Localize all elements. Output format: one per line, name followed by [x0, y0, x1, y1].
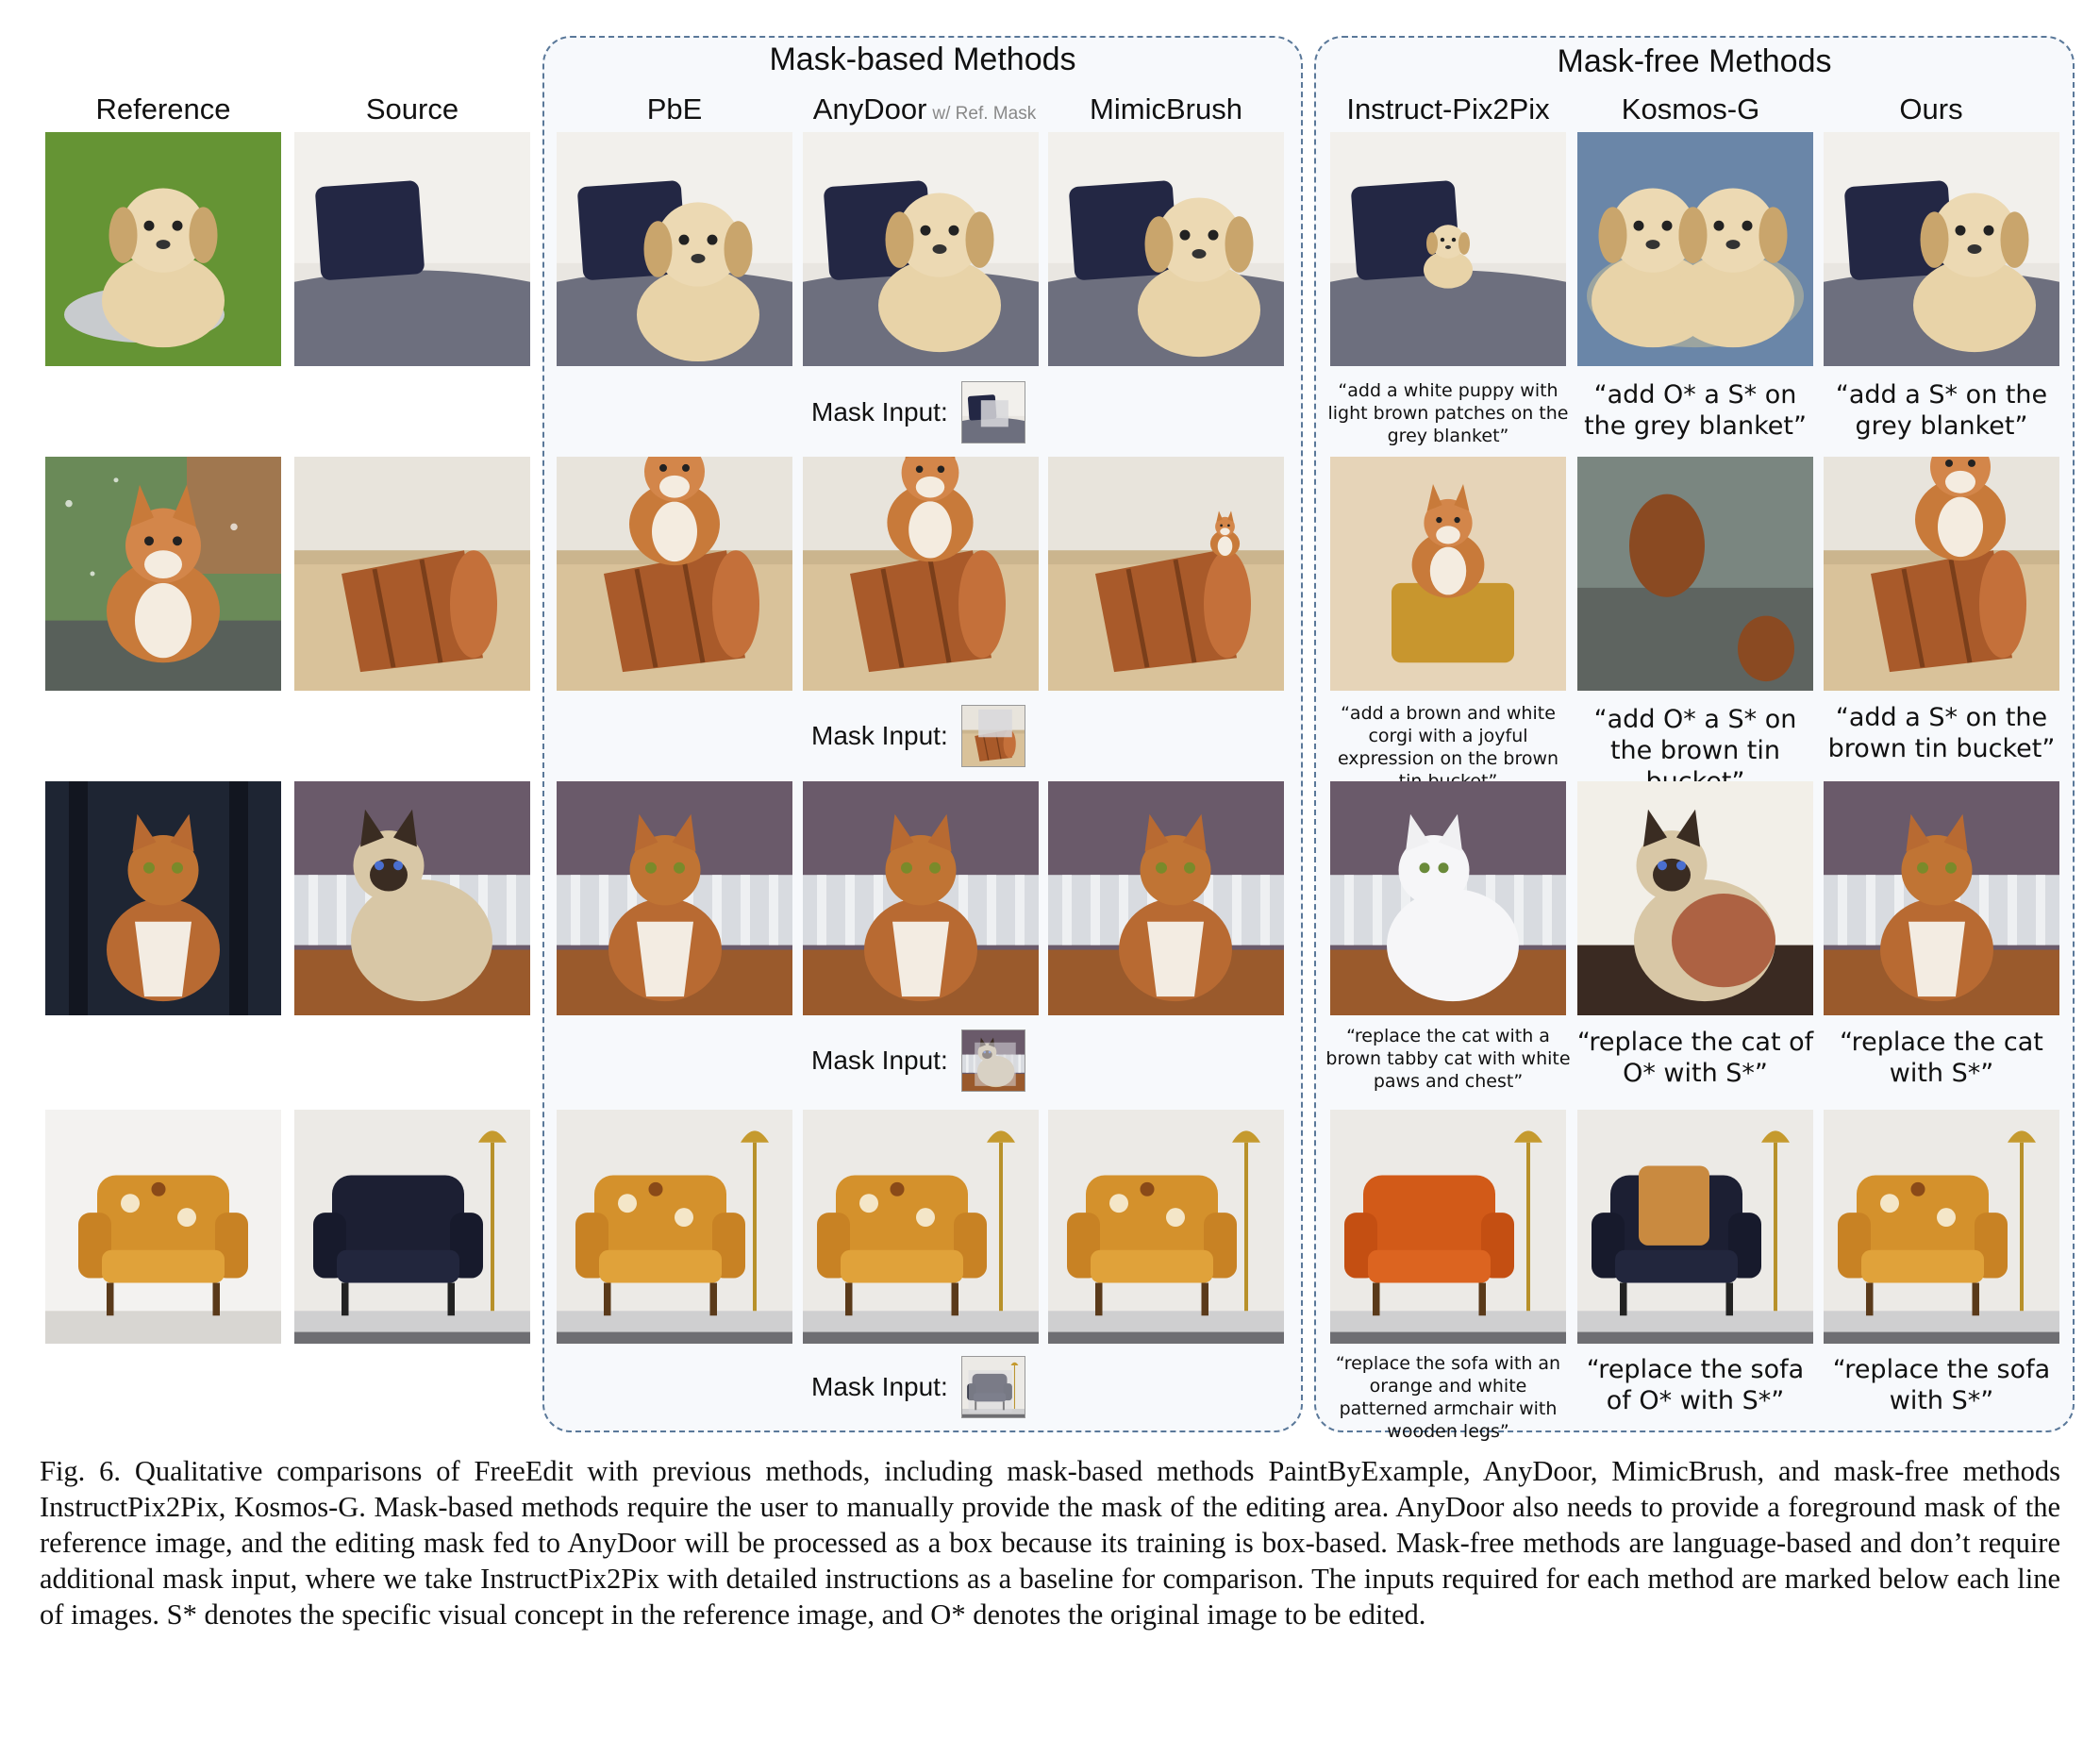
- row4-source-image: [294, 1110, 530, 1344]
- row4-mask-thumbnail: [960, 1356, 1025, 1418]
- row1-anydoor-image: [803, 132, 1039, 366]
- mask-free-title: Mask-free Methods: [1557, 43, 1832, 79]
- row3-ip2p-prompt: “replace the cat with a brown tabby cat …: [1325, 1026, 1571, 1092]
- col-source: Source: [365, 92, 459, 125]
- row3-mask-input: Mask Input:: [811, 1029, 1025, 1092]
- row4-mimicbrush-image: [1048, 1110, 1284, 1344]
- row4-ours-image: [1824, 1110, 2059, 1344]
- row1-mask-thumbnail: [960, 381, 1025, 443]
- row1-source-image: [294, 132, 530, 366]
- row4-pbe-image: [557, 1110, 792, 1344]
- row3-kosmos-prompt: “replace the cat of O* with S*”: [1576, 1028, 1814, 1088]
- row2-mask-thumbnail: [960, 705, 1025, 767]
- row2-ip2p-prompt: “add a brown and white corgi with a joyf…: [1337, 703, 1559, 792]
- row3-reference-image: [45, 781, 281, 1015]
- figure-caption: Fig. 6. Qualitative comparisons of FreeE…: [40, 1455, 2060, 1631]
- row3-source-image: [294, 781, 530, 1015]
- col-reference: Reference: [95, 92, 231, 125]
- mask-input-label: Mask Input:: [811, 721, 948, 750]
- row1-ours-image: [1824, 132, 2059, 366]
- row2-reference-image: [45, 457, 281, 691]
- row1-ip2p-image: [1330, 132, 1566, 366]
- row2-kosmos-image: [1577, 457, 1813, 691]
- row2-mimicbrush-image: [1048, 457, 1284, 691]
- row3-mimicbrush-image: [1048, 781, 1284, 1015]
- row2-source-image: [294, 457, 530, 691]
- row2-ours-prompt: “add a S* on the brown tin bucket”: [1827, 703, 2056, 763]
- row3-mask-thumbnail: [960, 1029, 1025, 1092]
- row4-mask-input: Mask Input:: [811, 1356, 1025, 1418]
- row2-ours-image: [1824, 457, 2059, 691]
- mask-input-label: Mask Input:: [811, 1046, 948, 1075]
- row1-kosmos-image: [1577, 132, 1813, 366]
- col-anydoor-note: w/ Ref. Mask: [932, 104, 1037, 124]
- row1-mimicbrush-image: [1048, 132, 1284, 366]
- col-kosmos-g: Kosmos-G: [1621, 92, 1760, 125]
- row1-ours-prompt: “add a S* on the grey blanket”: [1835, 380, 2048, 441]
- row1-mask-input: Mask Input:: [811, 381, 1025, 443]
- row1-reference-image: [45, 132, 281, 366]
- row4-reference-image: [45, 1110, 281, 1344]
- col-instruct-pix2pix: Instruct-Pix2Pix: [1346, 92, 1550, 125]
- row4-kosmos-image: [1577, 1110, 1813, 1344]
- row3-ours-image: [1824, 781, 2059, 1015]
- row1-pbe-image: [557, 132, 792, 366]
- row3-anydoor-image: [803, 781, 1039, 1015]
- row1-kosmos-prompt: “add O* a S* on the grey blanket”: [1584, 380, 1807, 441]
- col-pbe: PbE: [646, 92, 703, 125]
- row3-ip2p-image: [1330, 781, 1566, 1015]
- row4-anydoor-image: [803, 1110, 1039, 1344]
- row4-kosmos-prompt: “replace the sofa of O* with S*”: [1586, 1355, 1805, 1415]
- col-anydoor-label: AnyDoor: [812, 92, 927, 125]
- row4-ours-prompt: “replace the sofa with S*”: [1832, 1355, 2051, 1415]
- mask-input-label: Mask Input:: [811, 397, 948, 427]
- col-mimicbrush: MimicBrush: [1090, 92, 1242, 125]
- mask-input-label: Mask Input:: [811, 1372, 948, 1401]
- row2-anydoor-image: [803, 457, 1039, 691]
- row2-pbe-image: [557, 457, 792, 691]
- row3-pbe-image: [557, 781, 792, 1015]
- mask-based-title: Mask-based Methods: [769, 42, 1076, 77]
- row2-ip2p-image: [1330, 457, 1566, 691]
- row2-mask-input: Mask Input:: [811, 705, 1025, 767]
- row3-kosmos-image: [1577, 781, 1813, 1015]
- row1-ip2p-prompt: “add a white puppy with light brown patc…: [1327, 380, 1569, 446]
- row4-ip2p-prompt: “replace the sofa with an orange and whi…: [1335, 1353, 1561, 1442]
- row3-ours-prompt: “replace the cat with S*”: [1840, 1028, 2043, 1088]
- row4-ip2p-image: [1330, 1110, 1566, 1344]
- col-ours: Ours: [1899, 92, 1963, 125]
